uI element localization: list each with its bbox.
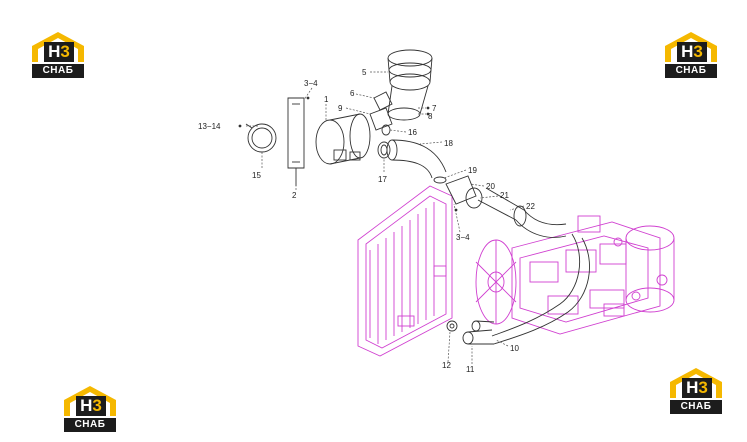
part-number-labels: 3−4 1 2 5 6 9 7 8 13−14 15 16 17 18 19 2… — [198, 68, 535, 374]
part-label-17: 17 — [378, 175, 387, 184]
part-label-13-14: 13−14 — [198, 122, 221, 131]
part-label-7: 7 — [432, 104, 437, 113]
logo-name: СНАБ — [64, 418, 116, 432]
brand-logo-bottom-right: H3 СНАБ — [668, 366, 724, 416]
logo-name: СНАБ — [665, 64, 717, 78]
part-label-8: 8 — [428, 112, 433, 121]
part-label-6: 6 — [350, 89, 355, 98]
part-label-3-4-top: 3−4 — [304, 79, 318, 88]
logo-name: СНАБ — [32, 64, 84, 78]
leader-lines — [246, 71, 525, 364]
part-label-15: 15 — [252, 171, 261, 180]
part-label-22: 22 — [526, 202, 535, 211]
part-label-20: 20 — [486, 182, 495, 191]
logo-roof-icon — [64, 386, 116, 416]
part-label-19: 19 — [468, 166, 477, 175]
brand-logo-bottom-left: H3 СНАБ — [62, 384, 118, 434]
part-label-21: 21 — [500, 191, 509, 200]
parts-outline — [245, 49, 590, 345]
logo-mark: H3 — [44, 42, 74, 62]
engine-assembly-outline — [357, 185, 675, 357]
part-label-11: 11 — [466, 365, 475, 374]
logo-roof-icon — [665, 32, 717, 62]
brand-logo-top-right: H3 СНАБ — [663, 30, 719, 80]
part-label-10: 10 — [510, 344, 519, 353]
part-label-5: 5 — [362, 68, 367, 77]
part-label-12: 12 — [442, 361, 451, 370]
bolts — [238, 96, 458, 212]
part-label-16: 16 — [408, 128, 417, 137]
logo-mark: H3 — [677, 42, 707, 62]
logo-roof-icon — [32, 32, 84, 62]
brand-logo-top-left: H3 СНАБ — [30, 30, 86, 80]
part-label-18: 18 — [444, 139, 453, 148]
logo-mark: H3 — [76, 396, 106, 416]
part-label-3-4-bottom: 3−4 — [456, 233, 470, 242]
part-label-9: 9 — [338, 104, 343, 113]
part-label-1: 1 — [324, 95, 329, 104]
logo-mark: H3 — [682, 378, 712, 398]
logo-name: СНАБ — [670, 400, 722, 414]
part-label-2: 2 — [292, 191, 297, 200]
logo-roof-icon — [670, 368, 722, 398]
